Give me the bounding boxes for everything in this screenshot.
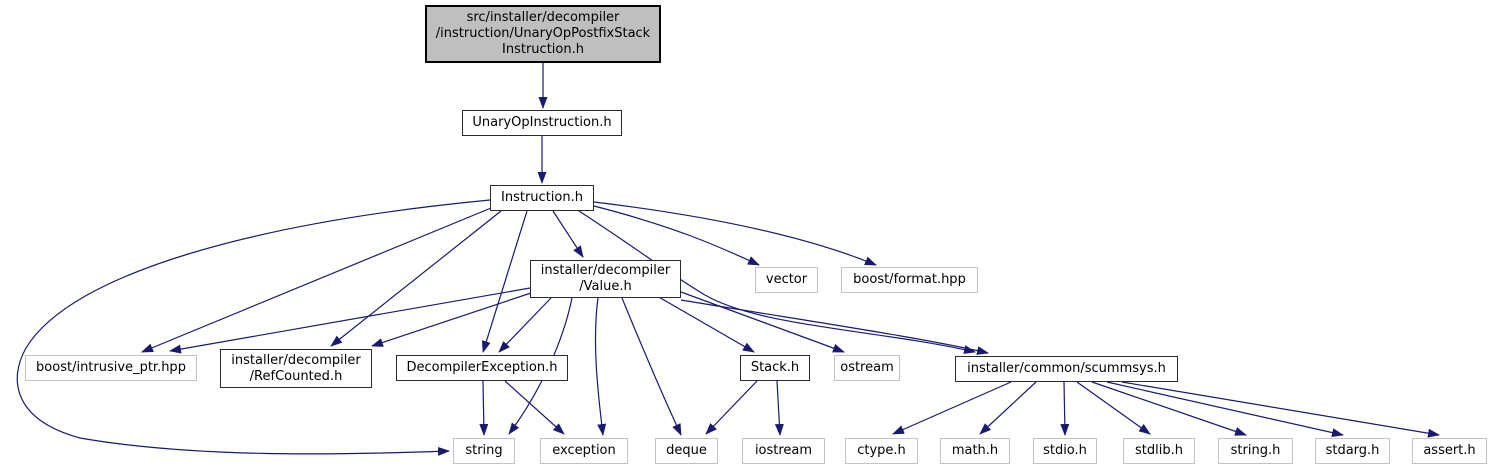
edge-scummsys-stdlib <box>1076 381 1151 435</box>
node-math-h: math.h <box>940 438 1010 464</box>
node-scummsys-h[interactable]: installer/common/scummsys.h <box>955 356 1178 382</box>
edge-value-ostream <box>680 291 845 353</box>
edge-value-scummsys <box>680 299 989 355</box>
edge-decompexc-exception <box>504 380 565 435</box>
node-unaryopinstruction-h[interactable]: UnaryOpInstruction.h <box>462 110 622 136</box>
edge-scummsys-stdio <box>1060 381 1070 436</box>
node-string-h: string.h <box>1218 438 1293 464</box>
node-exception: exception <box>540 438 628 464</box>
node-boost-format-hpp: boost/format.hpp <box>841 267 978 293</box>
edge-value-deque <box>621 297 682 436</box>
node-ctype-h: ctype.h <box>845 438 918 464</box>
node-string: string <box>453 438 515 464</box>
node-iostream: iostream <box>742 438 825 464</box>
edge-instruction-intrusive <box>141 207 492 353</box>
edge-scummsys-stdarg <box>1106 381 1344 437</box>
edge-scummsys-ctype <box>892 381 1012 435</box>
edge-instruction-format <box>593 201 877 266</box>
edge-instruction-string <box>16 199 491 456</box>
node-stdio-h: stdio.h <box>1033 438 1097 464</box>
node-stack-h[interactable]: Stack.h <box>740 355 810 381</box>
edge-instruction-refcounted <box>330 210 502 347</box>
edge-value-stack <box>656 295 755 353</box>
node-ostream: ostream <box>834 355 900 381</box>
edge-scummsys-math <box>979 381 1037 435</box>
node-instruction-h[interactable]: Instruction.h <box>490 185 594 211</box>
edge-instruction-vector <box>593 205 760 266</box>
node-refcounted-h[interactable]: installer/decompiler /RefCounted.h <box>220 349 372 388</box>
node-boost-intrusive-ptr-hpp: boost/intrusive_ptr.hpp <box>25 355 197 381</box>
node-stdlib-h: stdlib.h <box>1123 438 1195 464</box>
edge-instruction-scummsys <box>578 210 976 354</box>
edge-scummsys-assert <box>1121 381 1440 438</box>
edge-value-exception <box>594 297 607 436</box>
edge-decompexc-string <box>479 380 489 436</box>
edge-stack-iostream <box>774 380 784 436</box>
node-deque: deque <box>655 438 718 464</box>
edge-instruction-decompexc <box>481 210 528 353</box>
node-current-file: src/installer/decompiler /instruction/Un… <box>425 5 661 63</box>
edge-value-intrusive <box>169 287 531 354</box>
node-decompilerexception-h[interactable]: DecompilerException.h <box>396 355 568 381</box>
node-value-h[interactable]: installer/decompiler /Value.h <box>530 260 681 298</box>
edge-value-refcounted <box>371 292 532 347</box>
edge-instruction-value <box>552 210 584 258</box>
edge-value-decompexc <box>498 297 552 353</box>
edge-stack-deque <box>705 380 758 435</box>
node-assert-h: assert.h <box>1412 438 1487 464</box>
node-stdarg-h: stdarg.h <box>1315 438 1390 464</box>
node-vector: vector <box>755 267 818 293</box>
edge-scummsys-stringh <box>1091 381 1247 436</box>
